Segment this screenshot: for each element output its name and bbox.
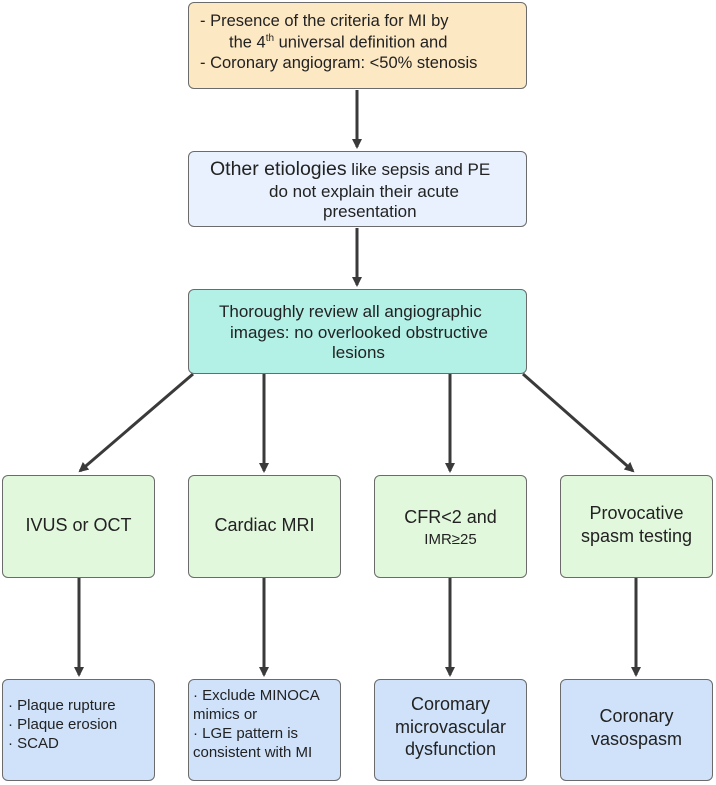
arrow-third-to-ivus — [78, 372, 194, 473]
cfr-imr-box: CFR<2 and IMR≥25 — [374, 475, 527, 578]
criteria-line-1: - Presence of the criteria for MI by — [200, 12, 449, 30]
review-line-1: Thoroughly review all angiographic — [219, 302, 482, 321]
criteria-line-2-post: universal definition and — [274, 33, 448, 52]
criteria-line-2-sup: th — [265, 33, 275, 44]
plaque-erosion-item: · Plaque erosion — [8, 716, 118, 733]
vaso-line-2: vasospasm — [590, 729, 683, 749]
imr-label: IMR≥25 — [424, 531, 477, 548]
etiologies-line-1-emph: Other etiologies — [210, 158, 347, 180]
criteria-line-3: - Coronary angiogram: <50% stenosis — [200, 54, 478, 72]
etiologies-line-1: Other etiologies like sepsis and PE — [210, 158, 490, 181]
review-line-3: lesions — [332, 343, 385, 362]
minoca-line-4: consistent with MI — [193, 744, 313, 761]
plaque-rupture-item: · Plaque rupture — [8, 697, 116, 714]
micro-line-2: microvascular — [394, 717, 507, 737]
microvascular-result-box: Coromary microvascular dysfunction — [374, 679, 527, 781]
vaso-line-1: Coronary — [599, 706, 674, 726]
ivus-oct-label: IVUS or OCT — [25, 515, 132, 535]
minoca-line-1: · Exclude MINOCA — [193, 687, 320, 704]
micro-line-1: Coromary — [410, 694, 490, 714]
etiologies-box: Other etiologies like sepsis and PE do n… — [188, 151, 527, 227]
spasm-testing-box: Provocative spasm testing — [560, 475, 713, 578]
scad-item: · SCAD — [8, 735, 59, 752]
minoca-line-3: · LGE pattern is — [193, 725, 299, 742]
etiologies-line-3: presentation — [323, 202, 417, 221]
micro-line-3: dysfunction — [404, 739, 497, 759]
criteria-box: - Presence of the criteria for MI by the… — [188, 2, 527, 89]
spasm-line-1: Provocative — [589, 503, 684, 523]
criteria-line-2-pre: the 4 — [229, 33, 266, 52]
cfr-label: CFR<2 and — [404, 507, 497, 527]
plaque-result-box: · Plaque rupture · Plaque erosion · SCAD — [2, 679, 155, 781]
spasm-line-2: spasm testing — [580, 526, 693, 546]
review-line-2: images: no overlooked obstructive — [230, 323, 488, 342]
cardiac-mri-label: Cardiac MRI — [214, 515, 315, 535]
criteria-line-2: the 4th universal definition and — [229, 33, 447, 53]
minoca-result-box: · Exclude MINOCA mimics or · LGE pattern… — [188, 679, 341, 781]
arrow-third-to-spasm — [522, 372, 635, 473]
ivus-oct-box: IVUS or OCT — [2, 475, 155, 578]
etiologies-line-2: do not explain their acute — [269, 182, 459, 201]
etiologies-line-1-rest: like sepsis and PE — [346, 160, 491, 179]
cardiac-mri-box: Cardiac MRI — [188, 475, 341, 578]
minoca-line-2: mimics or — [193, 706, 258, 723]
vasospasm-result-box: Coronary vasospasm — [560, 679, 713, 781]
angiographic-review-box: Thoroughly review all angiographic image… — [188, 289, 527, 374]
